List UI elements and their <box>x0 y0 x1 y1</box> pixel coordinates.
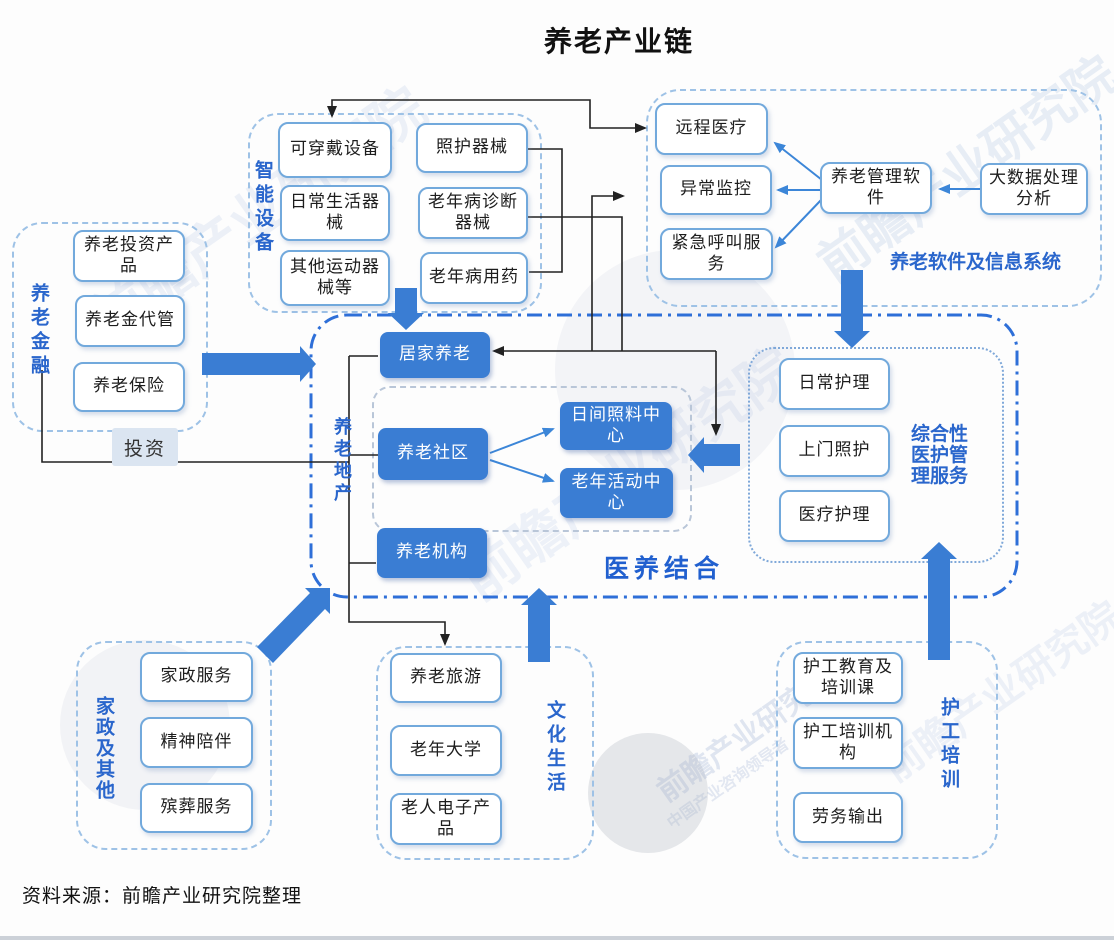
label-housework: 家政及其他 <box>93 696 115 801</box>
box-pension-insurance: 养老保险 <box>73 362 185 412</box>
label-invest: 投资 <box>112 428 178 466</box>
box-daily-life-equipment: 日常生活器械 <box>280 185 390 241</box>
box-home-based-care: 居家养老 <box>380 332 490 378</box>
label-central: 医养结合 <box>604 554 725 583</box>
group-culture <box>376 646 594 860</box>
box-retirement-community: 养老社区 <box>378 428 488 480</box>
box-labor-export: 劳务输出 <box>793 792 903 843</box>
arrow-software-telemedicine <box>773 141 823 181</box>
box-other-sports-equipment: 其他运动器械等 <box>280 250 390 306</box>
block-arrow-finance-to-central <box>202 346 316 382</box>
edge-to-tourism <box>348 563 450 646</box>
group-medical-care <box>748 347 1004 563</box>
box-spiritual-companionship: 精神陪伴 <box>140 717 253 768</box>
box-daily-nursing: 日常护理 <box>779 358 890 410</box>
group-software <box>646 89 1102 307</box>
box-eldercare-institution: 养老机构 <box>377 528 487 578</box>
box-pension-fund-custody: 养老金代管 <box>75 295 185 347</box>
box-pension-investment-products: 养老投资产品 <box>73 230 185 282</box>
box-telemedicine: 远程医疗 <box>655 103 768 155</box>
box-anomaly-monitoring: 异常监控 <box>660 165 772 215</box>
box-eldercare-management-software: 养老管理软件 <box>820 162 932 214</box>
group-training <box>776 641 998 859</box>
block-arrow-housework-to-central <box>257 588 330 663</box>
box-housekeeping-service: 家政服务 <box>140 652 253 702</box>
box-eldercare-tourism: 养老旅游 <box>390 653 502 703</box>
box-caregiver-training-institution: 护工培训机构 <box>793 717 903 769</box>
box-senior-university: 老年大学 <box>390 725 502 776</box>
box-caregiver-education-courses: 护工教育及培训课 <box>793 652 903 704</box>
edge-care-equipment-medicine <box>527 148 563 273</box>
box-senior-electronics: 老人电子产品 <box>390 793 502 845</box>
group-housework <box>76 641 272 850</box>
label-medical-care: 综合性医护管理服务 <box>911 423 969 487</box>
edge-wearable-telemedicine <box>327 99 647 133</box>
label-smart-devices: 智能设备 <box>252 160 274 256</box>
box-geriatric-diagnosis-equipment: 老年病诊断器械 <box>418 187 528 239</box>
box-big-data-processing: 大数据处理分析 <box>980 163 1088 215</box>
box-wearable-devices: 可穿戴设备 <box>278 122 392 178</box>
label-training: 护工培训 <box>938 697 960 793</box>
box-emergency-call-service: 紧急呼叫服务 <box>660 228 773 280</box>
block-arrow-software-to-care <box>834 270 870 348</box>
block-arrow-smart-to-central <box>388 288 424 330</box>
arrow-community-daycare <box>489 427 555 454</box>
box-medical-nursing: 医疗护理 <box>779 490 890 542</box>
label-estate: 养老地产 <box>331 417 352 505</box>
box-care-equipment: 照护器械 <box>416 123 528 173</box>
box-home-visit-care: 上门照护 <box>779 425 890 477</box>
arrow-community-activity <box>489 459 555 483</box>
arrow-software-emergency <box>774 198 823 249</box>
label-culture: 文化生活 <box>544 700 566 796</box>
group-community-services <box>372 386 692 532</box>
box-funeral-service: 殡葬服务 <box>140 783 253 833</box>
edge-finance-invest <box>41 370 349 463</box>
edge-bus-to-software <box>591 191 625 351</box>
block-arrow-training-to-care <box>921 542 957 660</box>
box-geriatric-medicine: 老年病用药 <box>420 252 528 304</box>
box-day-care-center: 日间照料中心 <box>560 402 672 450</box>
group-border-central <box>309 313 1019 599</box>
bottom-strip <box>0 936 1114 940</box>
label-software: 养老软件及信息系统 <box>890 251 1062 273</box>
label-finance: 养老金融 <box>28 283 50 379</box>
block-arrow-care-to-central <box>688 437 740 473</box>
source-note: 资料来源：前瞻产业研究院整理 <box>22 885 303 907</box>
edge-bracket-stubs <box>349 355 378 564</box>
block-arrow-culture-to-central <box>521 588 557 662</box>
group-finance <box>12 222 208 432</box>
edge-diagnosis-down <box>527 216 623 351</box>
page-title: 养老产业链 <box>543 27 695 58</box>
box-senior-activity-center: 老年活动中心 <box>560 468 673 518</box>
